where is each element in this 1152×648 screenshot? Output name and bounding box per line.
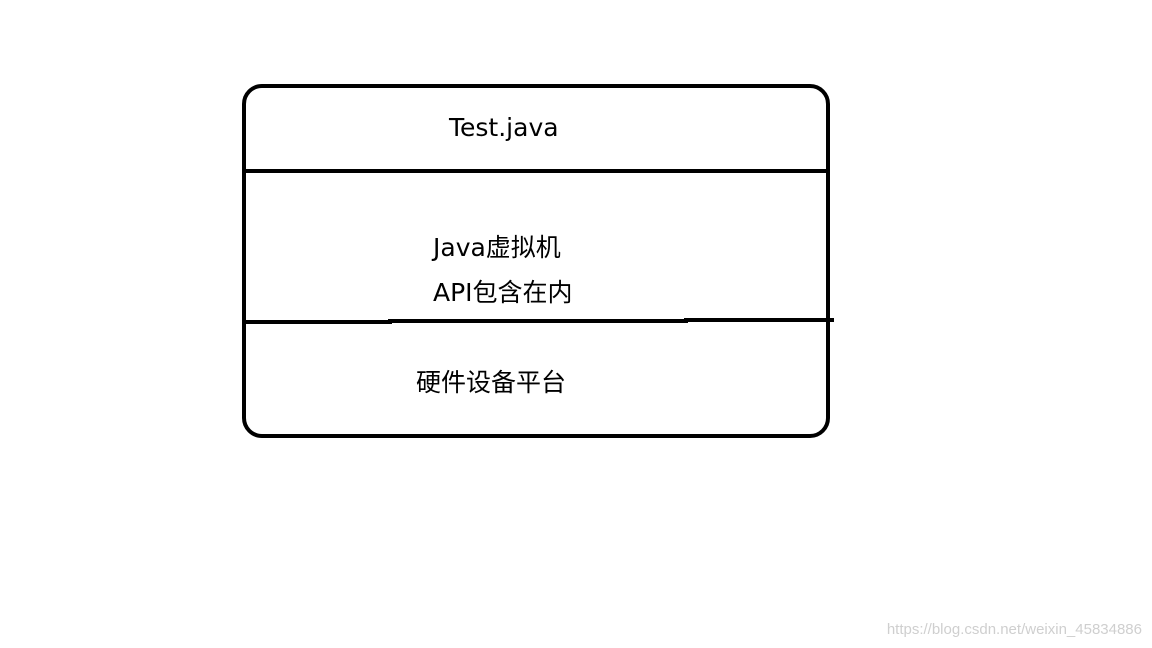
layer-label-hardware: 硬件设备平台 bbox=[416, 368, 567, 397]
layer-label-test-java: Test.java bbox=[449, 113, 559, 142]
layer-label-jvm: Java虚拟机 bbox=[433, 233, 561, 262]
layer-label-api: API包含在内 bbox=[433, 278, 573, 307]
outer-box bbox=[242, 84, 830, 438]
watermark-url: https://blog.csdn.net/weixin_45834886 bbox=[886, 621, 1142, 638]
divider-bottom bbox=[244, 318, 834, 324]
